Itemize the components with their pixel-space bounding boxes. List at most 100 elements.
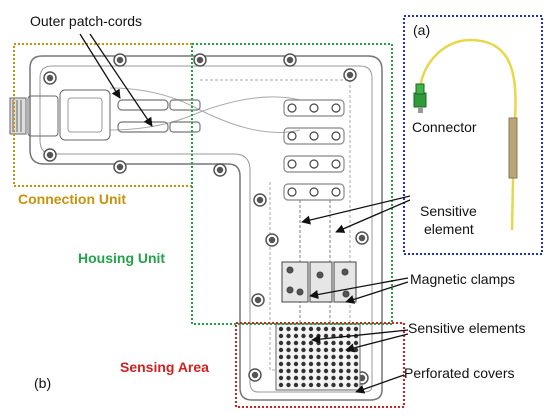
perforation-hole (308, 326, 314, 332)
perforation-hole (323, 326, 329, 332)
perforation-hole (346, 354, 351, 360)
label-perforated-covers: Perforated covers (404, 365, 515, 381)
perforation-hole (308, 333, 314, 339)
perforation-hole (346, 340, 351, 346)
label-housing-unit: Housing Unit (78, 250, 166, 266)
perforation-hole (323, 354, 329, 360)
perforation-hole (353, 340, 359, 346)
perforation-hole (316, 326, 321, 332)
label-connector: Connector (412, 119, 477, 135)
perforation-hole (353, 382, 359, 388)
label-outer-patch-cords: Outer patch-cords (30, 13, 143, 29)
perforation-hole (301, 347, 306, 353)
perforation-hole (316, 340, 321, 346)
perforation-hole (353, 368, 359, 374)
perforation-hole (323, 375, 329, 381)
perforated-covers (275, 323, 361, 391)
perforation-hole (286, 368, 291, 374)
perforation-hole (286, 347, 291, 353)
perforation-hole (301, 340, 306, 346)
perforation-hole (323, 368, 329, 374)
perforation-hole (293, 361, 299, 367)
panel-a-frame (403, 15, 543, 255)
magnetic-clamps (281, 261, 357, 303)
connector-block (9, 89, 111, 141)
perforation-hole (308, 375, 314, 381)
perforation-hole (331, 347, 336, 353)
perforation-hole (278, 361, 284, 367)
perforation-hole (323, 347, 329, 353)
patch-cord-tubes (117, 99, 201, 133)
label-sensitive-element-2: element (424, 221, 474, 237)
perforation-hole (353, 375, 359, 381)
perforation-hole (293, 368, 299, 374)
perforation-hole (278, 354, 284, 360)
label-magnetic-clamps: Magnetic clamps (410, 271, 516, 287)
perforation-hole (301, 361, 306, 367)
perforation-hole (346, 375, 351, 381)
perforation-hole (338, 347, 344, 353)
label-panel-b: (b) (34, 375, 52, 391)
perforation-hole (278, 375, 284, 381)
perforation-hole (338, 368, 344, 374)
perforation-hole (293, 340, 299, 346)
perforation-hole (308, 382, 314, 388)
perforation-hole (338, 375, 344, 381)
perforation-hole (278, 326, 284, 332)
perforation-hole (323, 361, 329, 367)
perforation-hole (316, 361, 321, 367)
perforation-hole (338, 382, 344, 388)
perforation-hole (301, 382, 306, 388)
perforation-hole (293, 326, 299, 332)
perforation-hole (346, 326, 351, 332)
perforation-hole (278, 333, 284, 339)
perforation-hole (331, 354, 336, 360)
perforation-hole (346, 361, 351, 367)
perforation-hole (331, 375, 336, 381)
bolt-rows (283, 99, 345, 201)
perforation-hole (323, 340, 329, 346)
perforation-hole (301, 333, 306, 339)
perforation-hole (316, 354, 321, 360)
perforation-hole (308, 340, 314, 346)
perforation-hole (331, 361, 336, 367)
annotation-arrows (79, 33, 411, 394)
perforation-hole (286, 326, 291, 332)
perforation-hole (346, 368, 351, 374)
perforation-hole (286, 361, 291, 367)
perforation-hole (301, 368, 306, 374)
perforation-hole (316, 333, 321, 339)
perforation-hole (301, 326, 306, 332)
perforation-hole (308, 354, 314, 360)
perforation-hole (338, 354, 344, 360)
perforation-hole (353, 326, 359, 332)
perforation-hole (278, 340, 284, 346)
perforation-hole (286, 354, 291, 360)
fiber-probe (413, 38, 518, 231)
perforation-hole (338, 361, 344, 367)
perforation-hole (331, 368, 336, 374)
perforation-hole (286, 382, 291, 388)
perforation-hole (293, 354, 299, 360)
perforation-hole (301, 375, 306, 381)
perforation-hole (323, 382, 329, 388)
perforation-hole (286, 340, 291, 346)
screw-holes (43, 53, 369, 385)
perforation-hole (338, 326, 344, 332)
perforation-hole (293, 347, 299, 353)
label-panel-a: (a) (413, 22, 431, 38)
perforation-hole (286, 333, 291, 339)
perforation-hole (316, 375, 321, 381)
perforation-hole (338, 340, 344, 346)
perforation-hole (278, 347, 284, 353)
perforation-hole (278, 368, 284, 374)
perforation-hole (301, 354, 306, 360)
perforation-hole (286, 375, 291, 381)
label-connection-unit: Connection Unit (18, 191, 127, 207)
perforation-hole (346, 382, 351, 388)
perforation-hole (293, 333, 299, 339)
perforation-hole (353, 354, 359, 360)
label-sensitive-element-1: Sensitive (420, 203, 477, 219)
perforation-hole (323, 333, 329, 339)
